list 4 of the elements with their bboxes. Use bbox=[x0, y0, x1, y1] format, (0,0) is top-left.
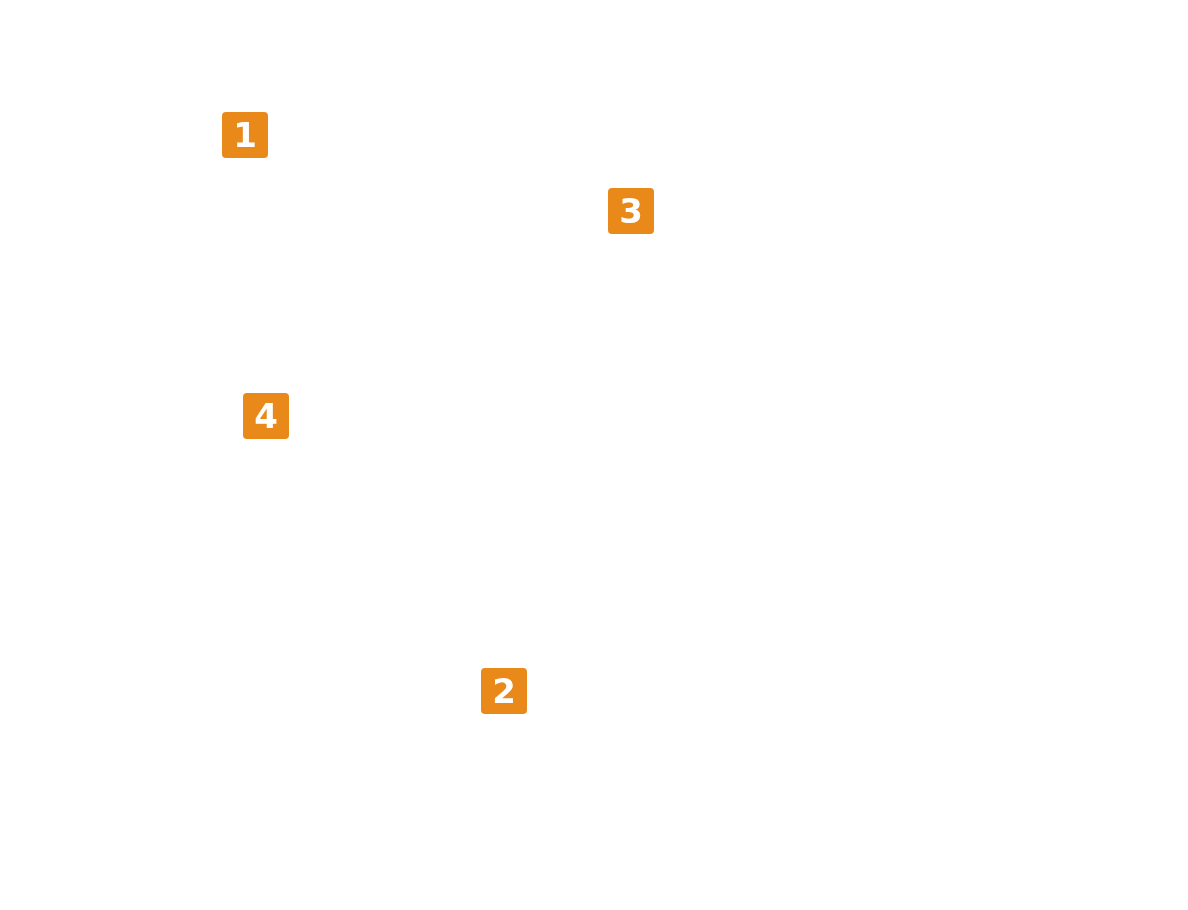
callout-number: 3 bbox=[608, 188, 654, 234]
callout-number: 4 bbox=[243, 393, 289, 439]
callout-number: 1 bbox=[222, 112, 268, 158]
callout-number: 2 bbox=[481, 668, 527, 714]
